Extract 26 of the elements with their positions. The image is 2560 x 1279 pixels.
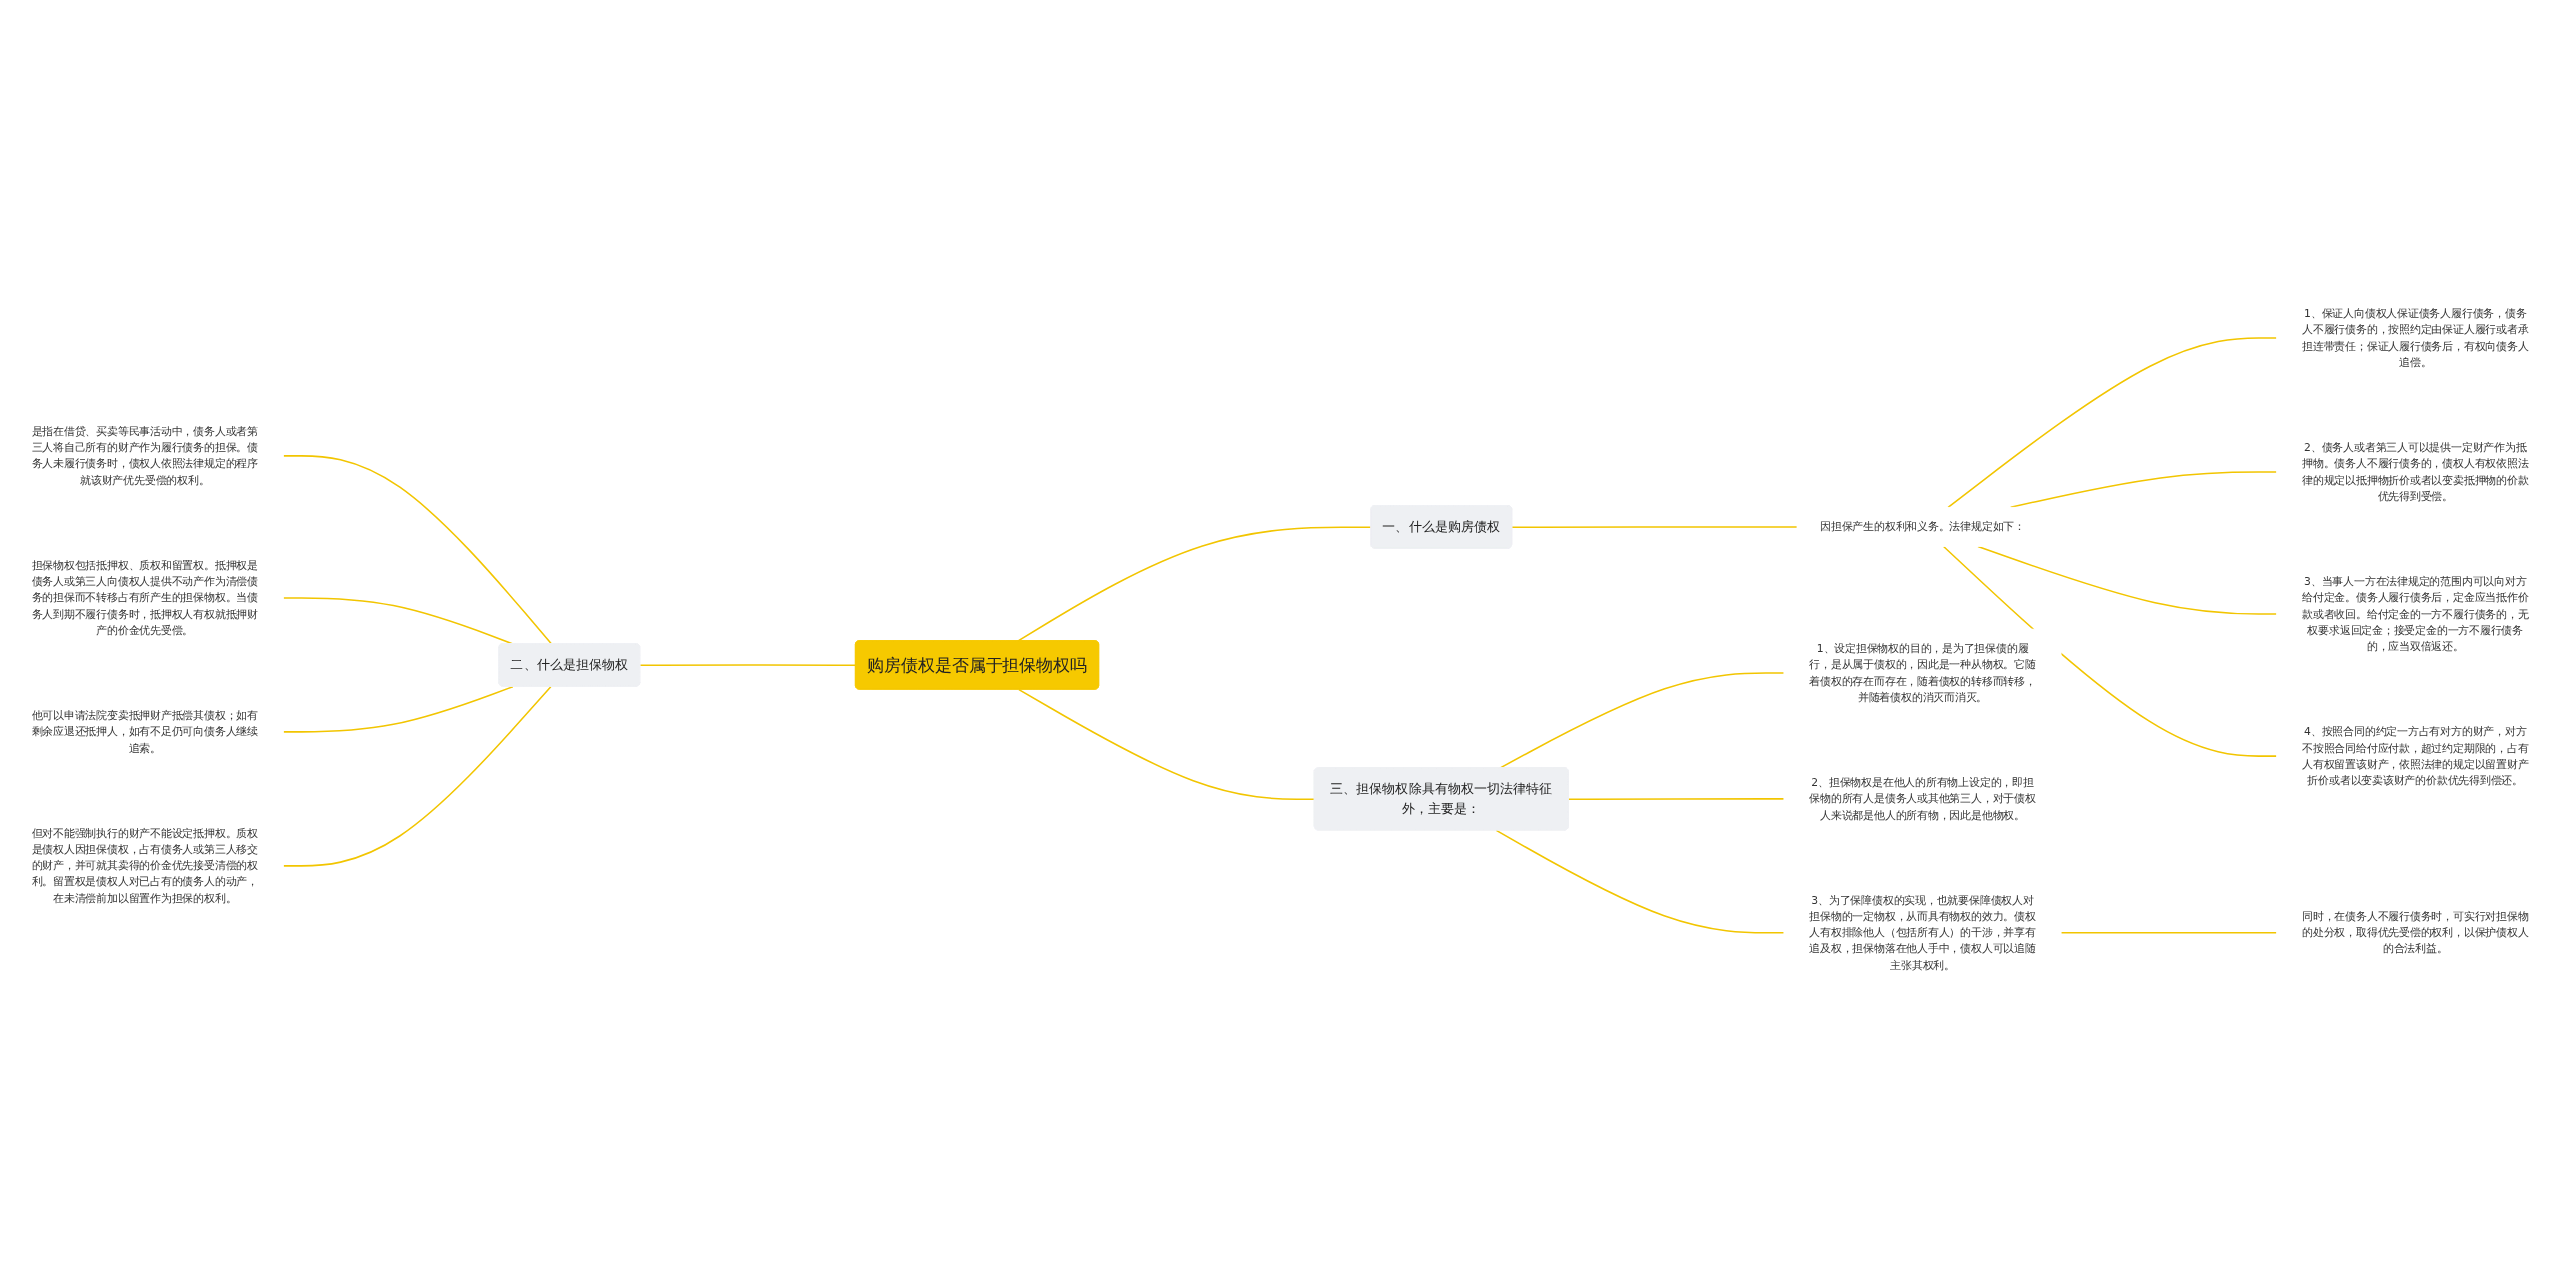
node-text: 同时，在债务人不履行债务时，可实行对担保物的处分权，取得优先受偿的权利，以保护债权人的合法利益。 [2302, 910, 2529, 955]
connector [1495, 829, 1785, 934]
node-text: 担保物权包括抵押权、质权和留置权。抵押权是债务人或第三人向债权人提供不动产作为清偿债务的担保而不转移占有所产生的担保物权。当债务人到期不履行债务时，抵押权人有权就抵押财产的价金优先受偿。 [31, 559, 258, 637]
node-text: 因担保产生的权利和义务。法律规定如下： [1820, 520, 2025, 533]
connector [1018, 688, 1316, 801]
node-text: 2、债务人或者第三人可以提供一定财产作为抵押物。债务人不履行债务的，债权人有权依照法律的规定以抵押物折价或者以变卖抵押物的价款优先得到受偿。 [2302, 441, 2529, 503]
connector [1942, 545, 2278, 757]
node-text: 1、设定担保物权的目的，是为了担保债的履行，是从属于债权的，因此是一种从物权。它随着债权的存在而存在，随着债权的转移而转移，并随着债权的消灭而消灭。 [1809, 642, 2036, 704]
connector [1947, 337, 2278, 509]
node-text: 1、保证人向债权人保证债务人履行债务，债务人不履行债务的，按照约定由保证人履行或者承担连带责任；保证人履行债务后，有权向债务人追偿。 [2302, 307, 2529, 369]
node-text: 2、担保物权是在他人的所有物上设定的，即担保物的所有人是债务人或其他第三人，对于债权人来说都是他人的所有物，因此是他物权。 [1809, 776, 2036, 821]
connector [639, 664, 857, 667]
node-text: 3、当事人一方在法律规定的范围内可以向对方给付定金。债务人履行债务后，定金应当抵作价款或者收回。给付定金的一方不履行债务的，无权要求返回定金；接受定金的一方不履行债务的，应当双倍返还。 [2302, 575, 2529, 653]
node-text: 4、按照合同的约定一方占有对方的财产，对方不按照合同给付应付款，超过约定期限的，占有人有权留置该财产，依照法律的规定以留置财产折价或者以变卖该财产的价款优先得到偿还。 [2302, 725, 2529, 787]
connector [2060, 932, 2278, 934]
connector [1567, 798, 1785, 801]
connector [282, 685, 552, 867]
connector [1511, 526, 1798, 529]
connector [282, 685, 514, 733]
node-text: 3、为了保障债权的实现，也就要保障债权人对担保物的一定物权，从而具有物权的效力。债权人有权排除他人（包括所有人）的干涉，并享有追及权，担保物落在他人手中，债权人可以追随主张其权利。 [1809, 893, 2036, 971]
connector [282, 455, 553, 645]
connector [1977, 545, 2278, 615]
node-text: 但对不能强制执行的财产不能设定抵押权。质权是债权人因担保债权，占有债务人或第三人移交的财产，并可就其卖得的价金优先接受清偿的权利。留置权是债权人对已占有的债务人的动产，在未清偿前加以留置作为担保的权利。 [31, 826, 258, 904]
node-text: 是指在借贷、买卖等民事活动中，债务人或者第三人将自己所有的财产作为履行债务的担保。债务人未履行债务时，债权人依照法律规定的程序就该财产优先受偿的权利。 [31, 425, 258, 486]
connector [1499, 672, 1785, 769]
node-text: 他可以申请法院变卖抵押财产抵偿其债权；如有剩余应退还抵押人，如有不足仍可向债务人继续追索。 [31, 709, 258, 754]
